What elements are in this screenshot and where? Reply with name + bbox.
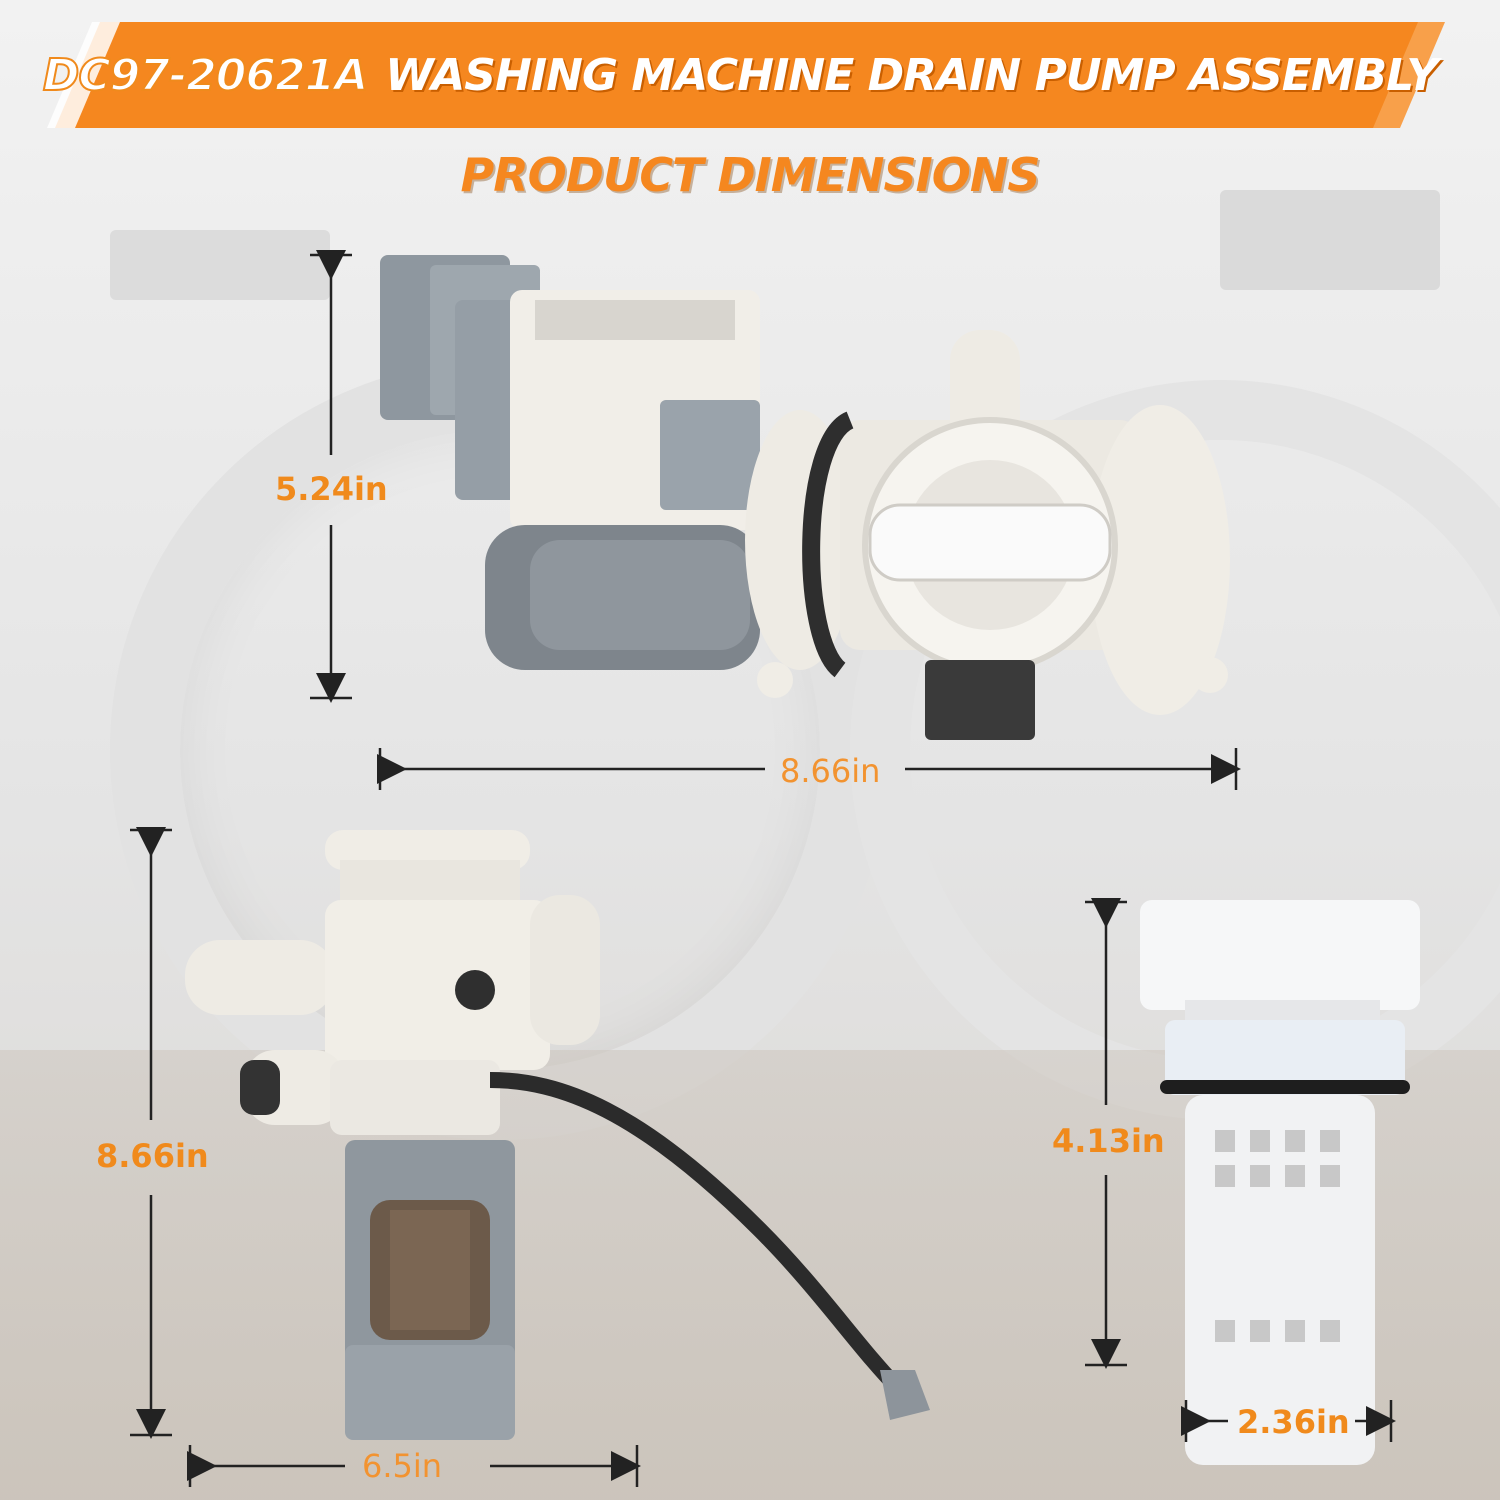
pump-top-view (380, 255, 1230, 740)
model-number: DC97-20621A (42, 49, 369, 102)
banner-title: DC97-20621A WASHING MACHINE DRAIN PUMP A… (42, 40, 1438, 110)
section-subtitle: PRODUCT DIMENSIONS (460, 148, 1041, 202)
top-view-width-label: 8.66in (780, 752, 881, 790)
top-view-height-label: 5.24in (275, 470, 388, 508)
title-banner (47, 22, 1445, 128)
pump-side-view (185, 830, 930, 1440)
side-view-width-label: 6.5in (362, 1447, 443, 1485)
banner-title-text: WASHING MACHINE DRAIN PUMP ASSEMBLY (385, 49, 1438, 101)
drain-filter (1140, 900, 1420, 1465)
side-view-height-label: 8.66in (96, 1137, 209, 1175)
washer-panel-right (1220, 190, 1440, 290)
filter-width-label: 2.36in (1237, 1403, 1350, 1441)
dimension-lines (130, 250, 1396, 1487)
washer-panel-left (110, 230, 330, 300)
filter-height-label: 4.13in (1052, 1122, 1165, 1160)
